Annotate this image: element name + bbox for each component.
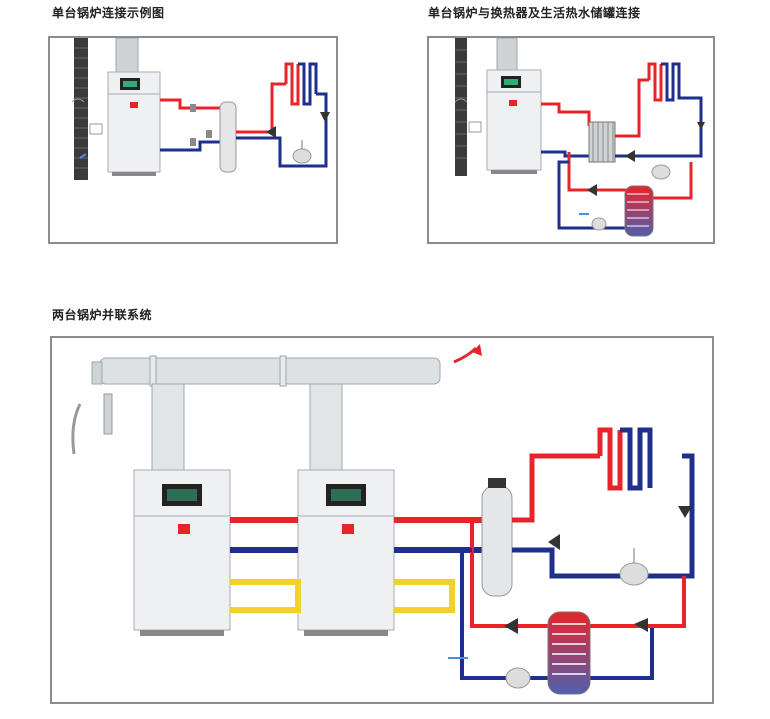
chimney	[115, 38, 139, 73]
arrow-icon	[453, 346, 478, 364]
brick-wall	[74, 38, 88, 180]
pump	[625, 150, 635, 162]
pump	[678, 506, 692, 518]
diagram-single-boiler	[48, 36, 338, 244]
hot-water-tank	[624, 185, 654, 237]
expansion-tank	[651, 164, 671, 180]
radiator	[284, 62, 318, 106]
caption-two-boiler-parallel: 两台锅炉并联系统	[52, 308, 153, 322]
pump	[266, 126, 276, 138]
expansion-tank	[619, 562, 649, 586]
caption-single-boiler: 单台锅炉连接示例图	[52, 6, 165, 20]
hydraulic-separator	[481, 485, 513, 597]
caption-boiler-heat-exchanger: 单台锅炉与换热器及生活热水储罐连接	[428, 6, 641, 20]
radiator	[597, 427, 653, 491]
diagram-boiler-heat-exchanger	[427, 36, 715, 244]
hydraulic-separator	[219, 101, 237, 173]
radiator	[647, 62, 689, 102]
diagram-two-boiler-parallel	[50, 336, 714, 704]
expansion-tank	[292, 148, 312, 164]
